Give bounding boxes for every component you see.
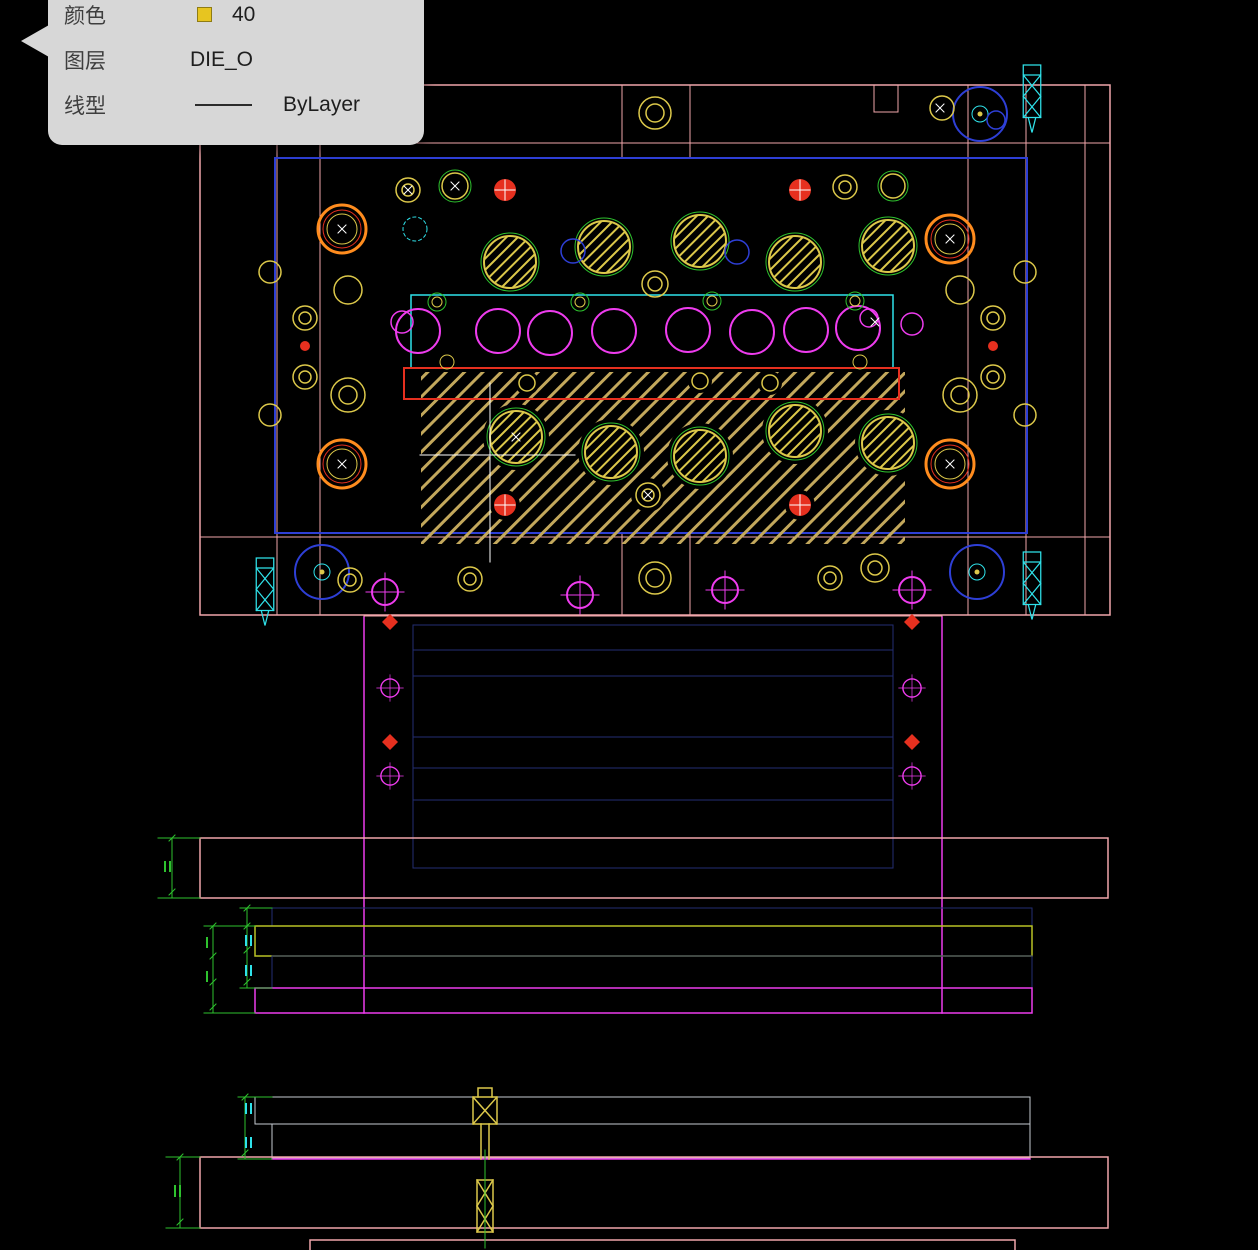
center-screws[interactable]: [638, 96, 672, 595]
tooltip-linetype-row: 线型 ByLayer: [48, 82, 424, 127]
base-plate[interactable]: [199, 1156, 1109, 1229]
fastener-markers: [376, 614, 926, 790]
stripper-red-rect[interactable]: [403, 367, 900, 400]
bottom-sections[interactable]: [165, 1087, 1109, 1250]
lower-plate-2[interactable]: [271, 1123, 1031, 1159]
tooltip-color-row: 颜色 40: [48, 0, 424, 37]
dimension-annotations: [157, 834, 273, 1014]
dieset-outline: [363, 616, 943, 1014]
entity-tooltip: 颜色 40 图层 DIE_O 线型 ByLayer: [21, 0, 424, 145]
hatch-block[interactable]: [421, 369, 921, 544]
crosshair-cursor: [419, 382, 576, 563]
color-swatch: [197, 7, 212, 22]
punch-zone-cyan-rect[interactable]: [410, 294, 894, 369]
punch-row-magenta[interactable]: [390, 305, 924, 356]
linetype-label: 线型: [64, 94, 106, 118]
cutoff-plate: [309, 1239, 1016, 1250]
side-holes: [258, 260, 1037, 427]
bottom-row-holes: [337, 553, 932, 615]
plate-stack-lines: [412, 624, 894, 869]
color-label: 颜色: [64, 4, 106, 28]
layer-label: 图层: [64, 49, 106, 73]
top-view[interactable]: [199, 64, 1111, 627]
stack-plate-4[interactable]: [254, 987, 1033, 1014]
linetype-value: ByLayer: [283, 92, 361, 116]
die-stack-section[interactable]: [254, 907, 1033, 1014]
punch-circles-upper[interactable]: [402, 211, 918, 292]
tooltip-pointer: [21, 25, 49, 57]
tooltip-layer-row: 图层 DIE_O: [48, 37, 424, 82]
bottom-dimensions: [165, 1093, 273, 1229]
color-value: 40: [232, 2, 256, 26]
upper-plate-section[interactable]: [199, 837, 1109, 899]
lower-plate-1[interactable]: [254, 1096, 1031, 1125]
layer-value: DIE_O: [190, 47, 254, 71]
linetype-sample: [195, 103, 252, 106]
small-pilot-holes: [427, 291, 868, 370]
stack-plate-3[interactable]: [271, 955, 1033, 989]
stack-plate-2[interactable]: [254, 925, 1033, 957]
front-view[interactable]: [363, 614, 943, 1014]
stack-plate-1[interactable]: [271, 907, 1033, 927]
dim-text-marks-bottom: [245, 1103, 252, 1148]
top-edge-holes: [395, 95, 1006, 203]
